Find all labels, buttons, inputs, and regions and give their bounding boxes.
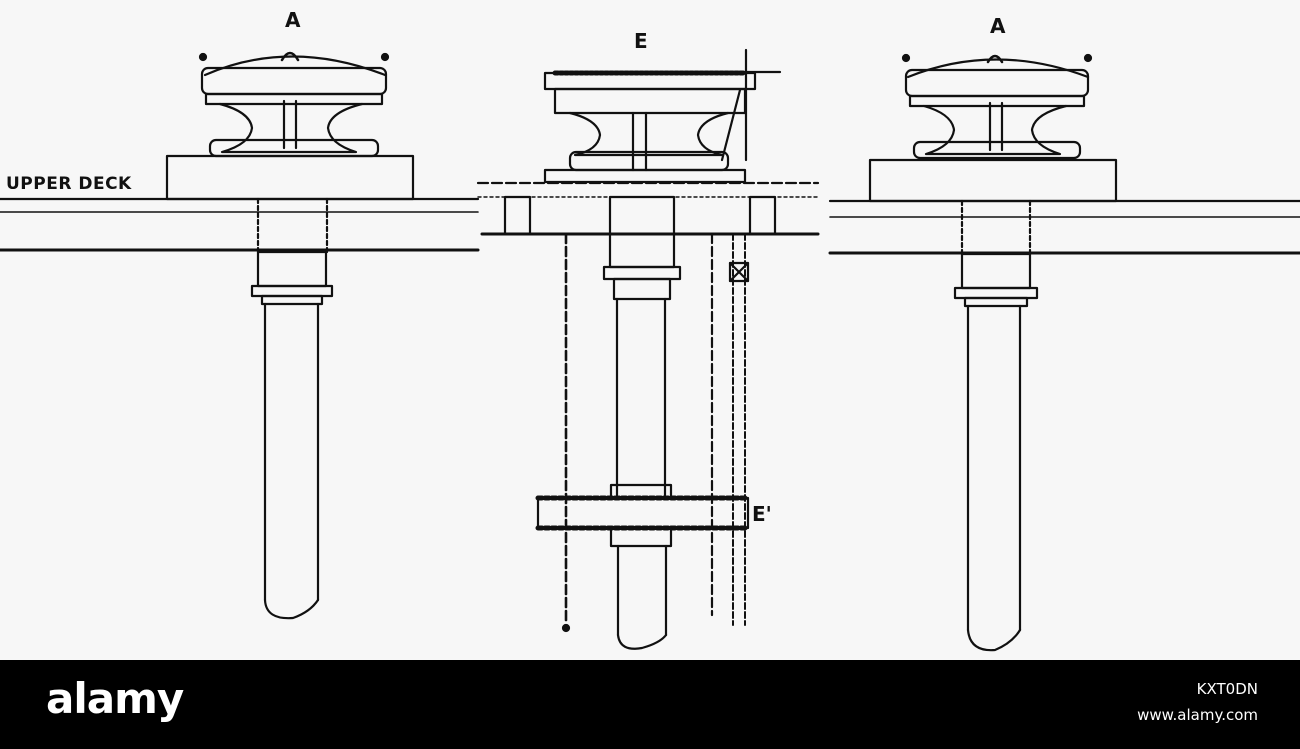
- image-id: KXT0DN: [1196, 680, 1258, 698]
- alamy-logo: alamy: [46, 674, 184, 723]
- gear-e1-label: E': [752, 502, 772, 526]
- diagram-drawing: [0, 48, 1300, 652]
- capstan-diagram: UPPER DECK A E A E': [0, 8, 1300, 652]
- upper-deck-lines: [0, 181, 1300, 255]
- capstan-a-left: [165, 51, 415, 620]
- capstan-a-right-label: A: [990, 14, 1006, 38]
- capstan-e-label: E: [634, 29, 648, 53]
- capstan-e-center: [503, 48, 782, 650]
- capstan-a-left-label: A: [285, 8, 301, 32]
- site-url: www.alamy.com: [1137, 706, 1258, 724]
- capstan-a-right: [868, 53, 1118, 652]
- watermark-bar: alamy KXT0DN www.alamy.com: [0, 660, 1300, 749]
- upper-deck-label: UPPER DECK: [6, 174, 132, 194]
